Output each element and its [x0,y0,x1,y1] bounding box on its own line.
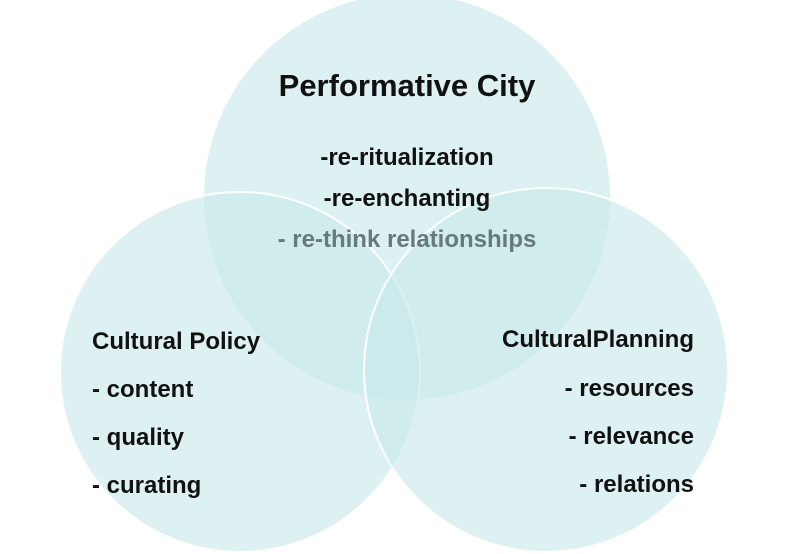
cultural-policy-title: Cultural Policy [92,328,261,355]
cultural-planning-item-3: - relations [579,471,694,498]
cultural-policy-item-3: - curating [92,472,202,499]
cultural-policy-item-2: - quality [92,424,185,451]
performative-city-item-1: -re-ritualization [320,144,494,171]
performative-city-item-3: - re-think relationships [277,226,537,253]
cultural-policy-item-1: - content [92,376,194,403]
circle-cultural-planning [363,187,729,553]
cultural-planning-item-1: - resources [564,375,694,402]
performative-city-item-2: -re-enchanting [323,185,491,212]
performative-city-title: Performative City [278,68,536,103]
cultural-planning-item-2: - relevance [568,423,694,450]
cultural-planning-title: CulturalPlanning [502,326,694,353]
